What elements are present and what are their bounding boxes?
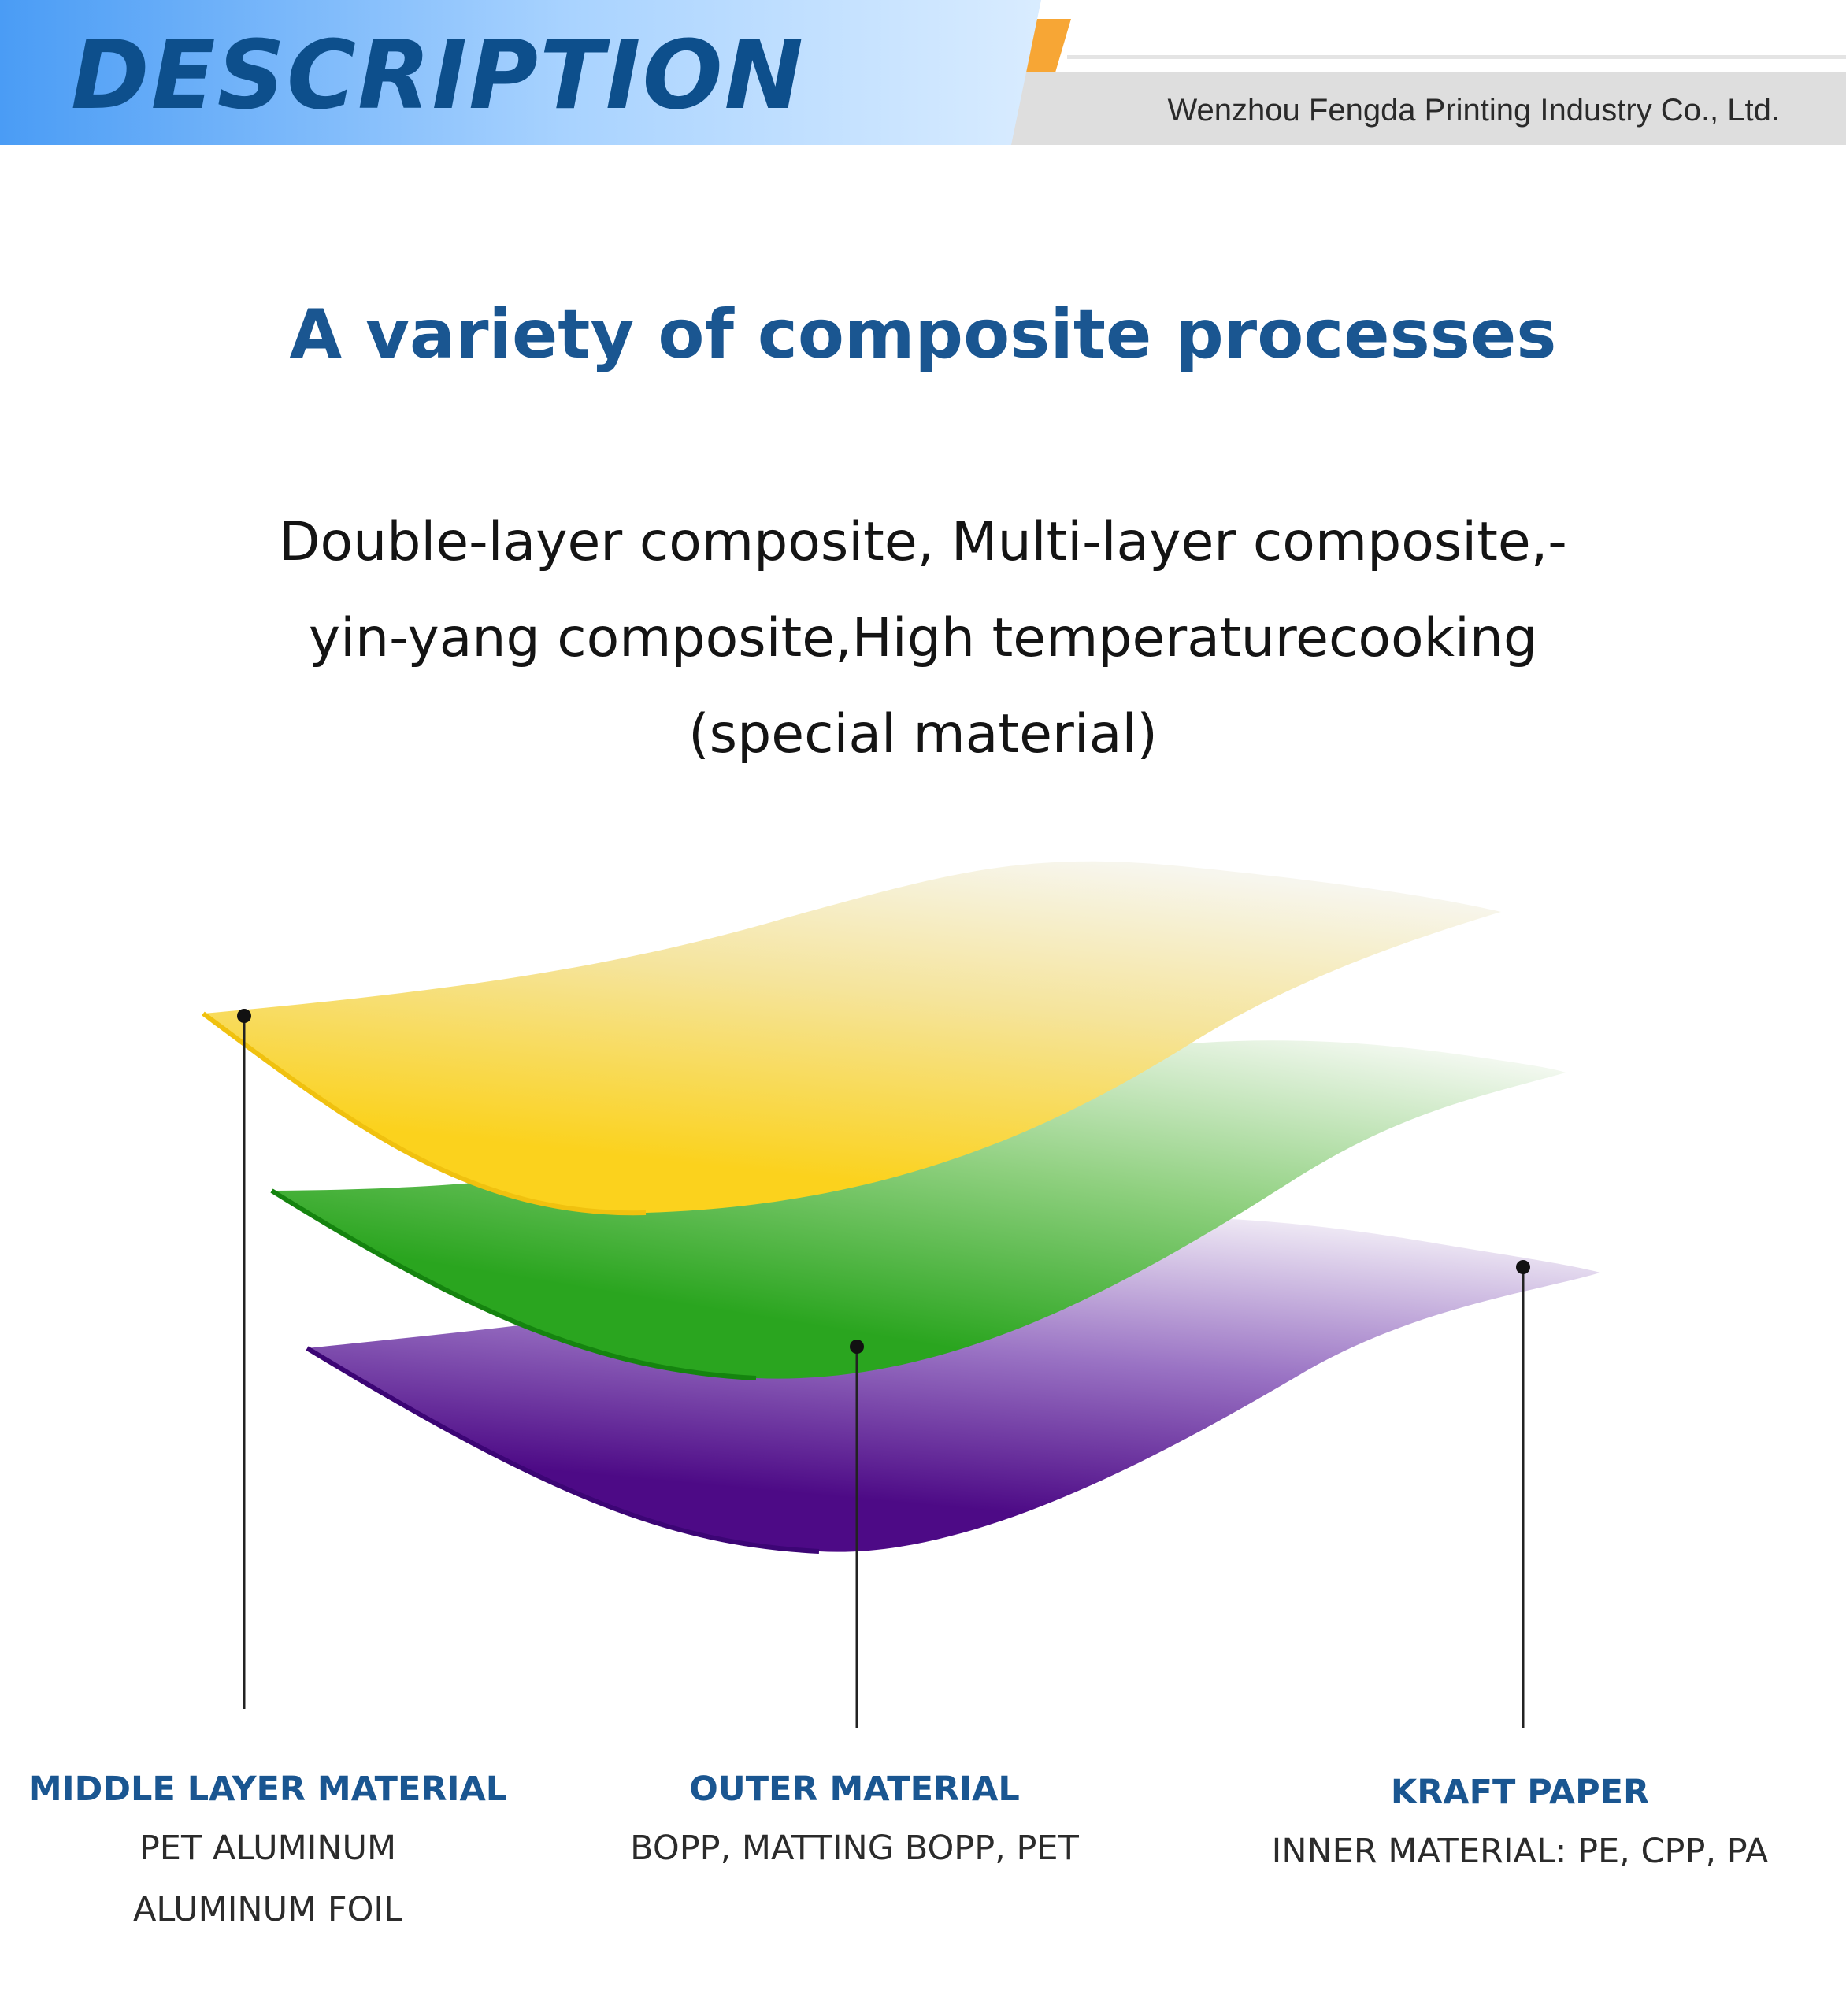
- label-title: MIDDLE LAYER MATERIAL: [28, 1770, 508, 1809]
- outer-layer-sheet: [272, 1040, 1566, 1379]
- label-title: OUTER MATERIAL: [689, 1770, 1020, 1809]
- company-name: Wenzhou Fengda Printing Industry Co., Lt…: [1167, 93, 1780, 128]
- label-outer-material: OUTER MATERIAL BOPP, MATTING BOPP, PET: [599, 1761, 1110, 1879]
- middle-layer-edge: [202, 1011, 647, 1216]
- label-detail: BOPP, MATTING BOPP, PET: [630, 1829, 1079, 1868]
- process-line: yin-yang composite,High temperaturecooki…: [308, 607, 1538, 669]
- blue-band: [0, 0, 1041, 145]
- process-line: Double-layer composite, Multi-layer comp…: [279, 511, 1567, 573]
- label-kraft-paper: KRAFT PAPER INNER MATERIAL: PE, CPP, PA: [1229, 1764, 1811, 1882]
- header-title: DESCRIPTION: [71, 21, 806, 131]
- callout-dot-outer: [850, 1340, 864, 1354]
- label-middle-layer: MIDDLE LAYER MATERIAL PET ALUMINUM ALUMI…: [24, 1761, 512, 1940]
- grey-band: [1010, 72, 1846, 145]
- label-detail: INNER MATERIAL: PE, CPP, PA: [1271, 1832, 1769, 1871]
- header-divider: [1067, 55, 1846, 59]
- label-detail: ALUMINUM FOIL: [132, 1890, 403, 1929]
- callout-dot-middle: [237, 1009, 251, 1023]
- inner-layer-sheet: [307, 1217, 1600, 1552]
- callout-dot-kraft: [1516, 1260, 1530, 1274]
- middle-layer-sheet: [203, 861, 1501, 1214]
- process-line: (special material): [688, 703, 1158, 765]
- process-description: Double-layer composite, Multi-layer comp…: [126, 495, 1720, 783]
- composite-layers-illustration: [202, 861, 1600, 1728]
- label-title: KRAFT PAPER: [1390, 1773, 1650, 1812]
- inner-layer-edge: [306, 1346, 820, 1554]
- header-background: [0, 0, 1846, 145]
- section-heading: A variety of composite processes: [289, 295, 1557, 374]
- outer-layer-edge: [270, 1188, 757, 1380]
- header-banner: DESCRIPTION Wenzhou Fengda Printing Indu…: [0, 0, 1846, 145]
- label-detail: PET ALUMINUM: [139, 1829, 397, 1868]
